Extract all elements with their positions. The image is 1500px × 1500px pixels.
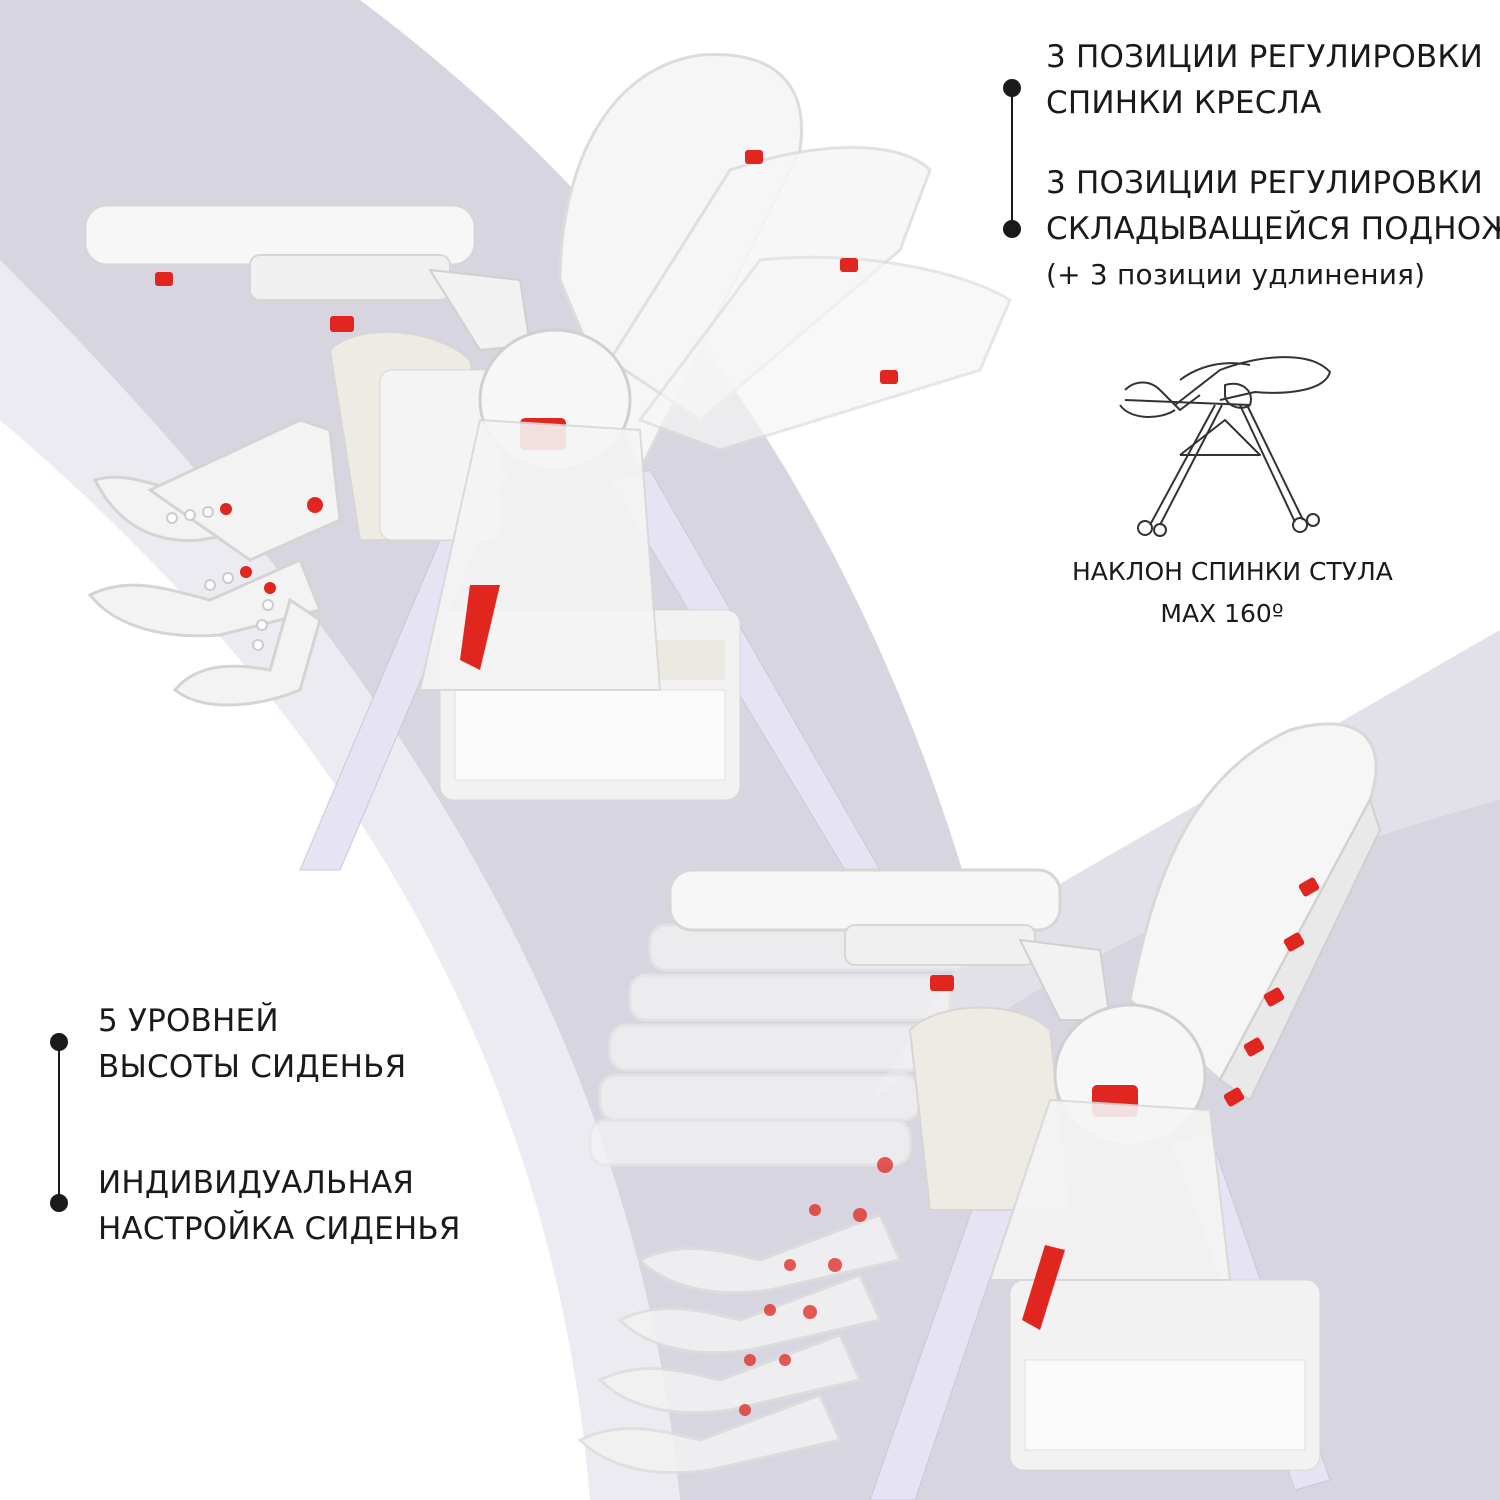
feature-height-line1: 5 УРОВНЕЙ xyxy=(98,1003,279,1039)
recline-caption-line2: MAX 160º xyxy=(1160,599,1284,628)
top-chair-hinge xyxy=(418,328,662,691)
bottom-chair-hinge xyxy=(988,1003,1232,1330)
feature-footrest: 3 ПОЗИЦИИ РЕГУЛИРОВКИ СКЛАДЫВАЩЕЙСЯ ПОДН… xyxy=(1046,160,1500,298)
bottom-chair-footrest-ghosts xyxy=(577,1213,903,1475)
feature-height-line2: ВЫСОТЫ СИДЕНЬЯ xyxy=(98,1049,407,1085)
bottom-chair-tray xyxy=(668,868,1112,1021)
feature-connector-bottom xyxy=(58,1042,60,1202)
top-chair-tray xyxy=(83,203,532,352)
bottom-chair-red-dots xyxy=(739,1157,893,1416)
top-chair-red-markers xyxy=(155,150,898,384)
recline-caption-line1: НАКЛОН СПИНКИ СТУЛА xyxy=(1072,557,1393,586)
feature-footrest-line3: (+ 3 позиции удлинения) xyxy=(1046,258,1426,291)
feature-footrest-line1: 3 ПОЗИЦИИ РЕГУЛИРОВКИ xyxy=(1046,165,1483,201)
feature-custom-line2: НАСТРОЙКА СИДЕНЬЯ xyxy=(98,1211,461,1247)
feature-custom: ИНДИВИДУАЛЬНАЯ НАСТРОЙКА СИДЕНЬЯ xyxy=(98,1160,461,1252)
bottom-chair-height-ghosts xyxy=(588,923,972,1167)
bottom-chair-red-markers xyxy=(930,877,1320,1107)
feature-backrest-line1: 3 ПОЗИЦИИ РЕГУЛИРОВКИ xyxy=(1046,39,1483,75)
feature-connector-top xyxy=(1011,88,1013,228)
top-chair-red-dots xyxy=(220,497,323,594)
feature-bullet-height xyxy=(50,1033,68,1051)
feature-bullet-backrest xyxy=(1003,79,1021,97)
feature-custom-line1: ИНДИВИДУАЛЬНАЯ xyxy=(98,1165,415,1201)
feature-bullet-footrest xyxy=(1003,220,1021,238)
recline-caption: НАКЛОН СПИНКИ СТУЛА MAX 160º xyxy=(1072,551,1393,635)
feature-footrest-line2: СКЛАДЫВАЩЕЙСЯ ПОДНОЖКИ xyxy=(1046,211,1500,247)
top-chair-seat xyxy=(328,330,502,541)
feature-backrest: 3 ПОЗИЦИИ РЕГУЛИРОВКИ СПИНКИ КРЕСЛА xyxy=(1046,34,1483,126)
feature-bullet-custom xyxy=(50,1194,68,1212)
bottom-chair-basket xyxy=(1009,1279,1321,1471)
feature-height: 5 УРОВНЕЙ ВЫСОТЫ СИДЕНЬЯ xyxy=(98,998,406,1090)
feature-backrest-line2: СПИНКИ КРЕСЛА xyxy=(1046,85,1322,121)
top-chair-footrests xyxy=(87,418,342,707)
top-chair-adjust-holes xyxy=(166,506,274,651)
